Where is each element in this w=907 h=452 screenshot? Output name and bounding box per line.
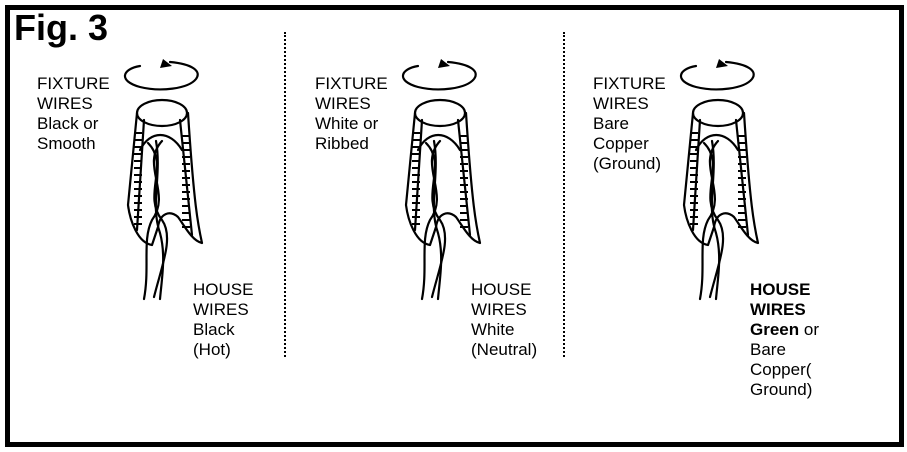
label-line: Bare bbox=[750, 340, 786, 359]
twist-arrow-icon bbox=[679, 59, 755, 91]
wire-strand bbox=[710, 139, 721, 301]
wire-strand bbox=[698, 139, 720, 301]
nut-body bbox=[404, 111, 482, 247]
label-line: White bbox=[471, 320, 515, 339]
arrow-curve bbox=[123, 60, 199, 91]
fixture-wires-label-1: FIXTURE WIRES Black or Smooth bbox=[37, 74, 110, 154]
label-line: White or bbox=[315, 114, 379, 133]
house-wires-label-3: HOUSE WIRES Green or Bare Copper( Ground… bbox=[750, 280, 819, 400]
label-line: WIRES bbox=[193, 300, 249, 319]
twist-arrow-icon bbox=[401, 59, 477, 91]
wire-strand bbox=[154, 139, 165, 301]
label-line: FIXTURE bbox=[315, 74, 388, 93]
nut-body bbox=[682, 111, 760, 247]
arrow-head bbox=[438, 59, 450, 68]
fixture-wires-label-2: FIXTURE WIRES White or Ribbed bbox=[315, 74, 388, 154]
nut-thread bbox=[694, 134, 740, 152]
label-line: WIRES bbox=[593, 94, 649, 113]
label-line: Copper( bbox=[750, 360, 812, 379]
green-word: Green bbox=[750, 320, 800, 339]
wire-nut-illustration-3 bbox=[679, 59, 760, 301]
label-line: Smooth bbox=[37, 134, 96, 153]
wire-nut-illustration-2 bbox=[401, 59, 482, 301]
label-line: (Hot) bbox=[193, 340, 231, 359]
wire-strand bbox=[420, 139, 442, 301]
label-line: Copper bbox=[593, 134, 649, 153]
label-line: HOUSE bbox=[750, 280, 811, 299]
fixture-wires-label-3: FIXTURE WIRES Bare Copper (Ground) bbox=[593, 74, 666, 174]
arrow-head bbox=[160, 59, 172, 68]
label-line: Bare bbox=[593, 114, 629, 133]
twisted-wires-icon bbox=[142, 139, 169, 301]
panel-divider-1 bbox=[284, 32, 286, 357]
twist-arrow-icon bbox=[123, 59, 199, 91]
label-line: Ground) bbox=[750, 380, 813, 399]
label-line: (Neutral) bbox=[471, 340, 538, 359]
label-line: FIXTURE bbox=[37, 74, 110, 93]
label-line: FIXTURE bbox=[593, 74, 666, 93]
panel-divider-2 bbox=[563, 32, 565, 357]
label-line: HOUSE bbox=[193, 280, 254, 299]
label-line: WIRES bbox=[750, 300, 806, 319]
label-line: HOUSE bbox=[471, 280, 532, 299]
arrow-curve bbox=[401, 60, 477, 91]
label-line: (Ground) bbox=[593, 154, 662, 173]
house-wires-label-1: HOUSE WIRES Black (Hot) bbox=[193, 280, 253, 360]
nut-body bbox=[126, 111, 204, 247]
house-wires-label-2: HOUSE WIRES White (Neutral) bbox=[471, 280, 537, 360]
wire-nut-icon bbox=[404, 98, 482, 247]
wire-nut-icon bbox=[126, 98, 204, 247]
label-line: WIRES bbox=[315, 94, 371, 113]
wire-strand bbox=[432, 139, 443, 301]
figure-title: Fig. 3 bbox=[14, 7, 109, 48]
or-word: or bbox=[799, 320, 819, 339]
nut-thread bbox=[416, 134, 462, 152]
arrow-curve bbox=[679, 60, 755, 91]
arrow-head bbox=[716, 59, 728, 68]
nut-thread bbox=[138, 134, 184, 152]
label-line: WIRES bbox=[471, 300, 527, 319]
label-line: Green or bbox=[750, 320, 819, 340]
wire-nut-illustration-1 bbox=[123, 59, 204, 301]
twisted-wires-icon bbox=[698, 139, 725, 301]
label-line: WIRES bbox=[37, 94, 93, 113]
twisted-wires-icon bbox=[420, 139, 447, 301]
wire-strand bbox=[142, 139, 164, 301]
label-line: Black or bbox=[37, 114, 99, 133]
label-line: Ribbed bbox=[315, 134, 369, 153]
wire-nut-icon bbox=[682, 98, 760, 247]
label-line: Black bbox=[193, 320, 235, 339]
